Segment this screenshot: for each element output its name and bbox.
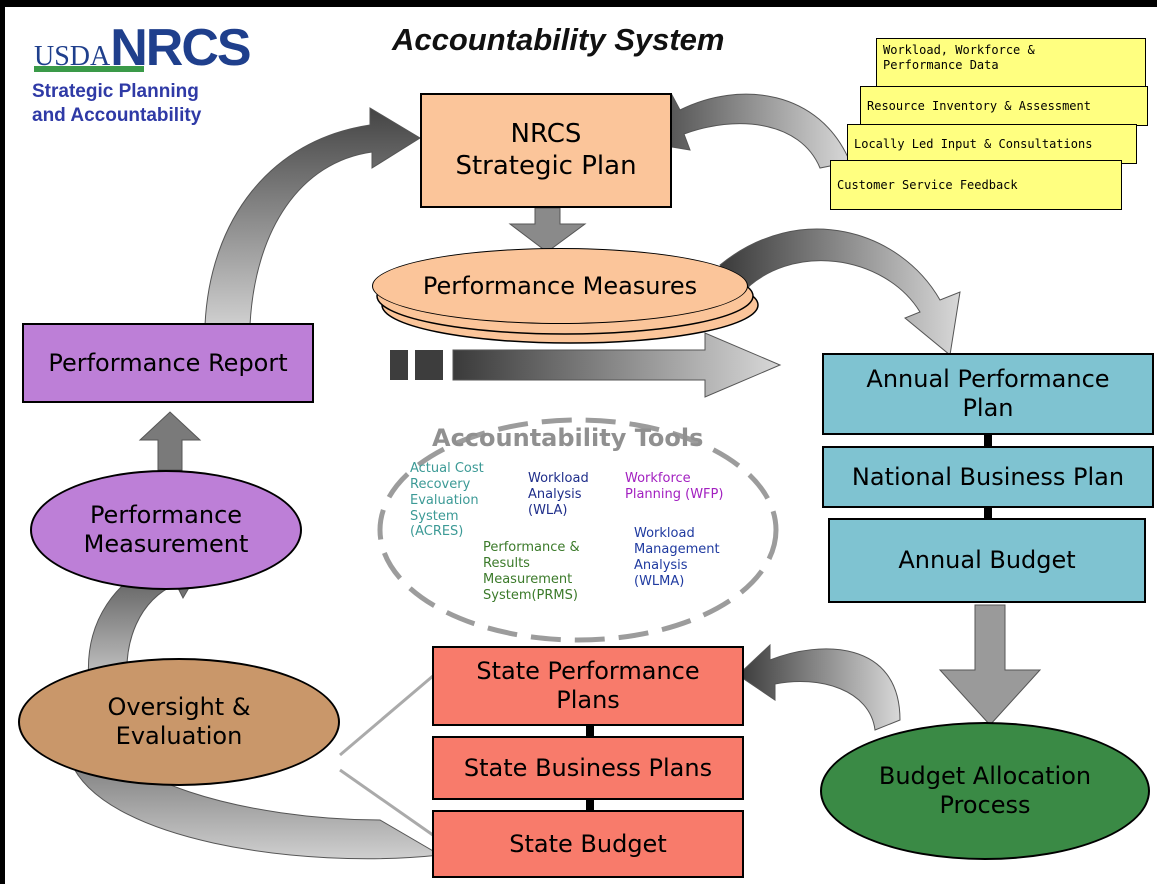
- arrow-plan-to-measures: [508, 207, 587, 253]
- tool-wla: Workload Analysis (WLA): [528, 471, 589, 518]
- frame-left-border: [0, 0, 5, 884]
- tool-acres: Actual Cost Recovery Evaluation System (…: [410, 461, 484, 540]
- node-strategic-plan: NRCS Strategic Plan: [420, 93, 672, 208]
- oversight-link-top: [339, 668, 441, 757]
- arrow-measurement-to-report: [138, 411, 202, 471]
- node-state-business-plans: State Business Plans: [432, 736, 744, 800]
- node-state-performance-plans: State Performance Plans: [432, 646, 744, 726]
- note-locally-led-input: Locally Led Input & Consultations: [847, 124, 1137, 164]
- note-customer-feedback: Customer Service Feedback: [830, 160, 1122, 210]
- tool-wfp: Workforce Planning (WFP): [625, 471, 724, 502]
- node-state-budget: State Budget: [432, 810, 744, 878]
- tools-dashed-ellipse: [377, 417, 779, 643]
- connector-state-business-to-budget: [586, 799, 594, 811]
- frame-top-border: [0, 0, 1157, 7]
- node-annual-budget: Annual Budget: [828, 518, 1146, 603]
- usda-nrcs-logo: USDANRCS: [34, 18, 252, 78]
- node-performance-measurement: Performance Measurement: [30, 470, 302, 590]
- node-performance-measures: Performance Measures: [372, 248, 748, 324]
- curved-arrow-report-to-plan: [204, 107, 421, 326]
- node-national-business-plan: National Business Plan: [822, 446, 1154, 508]
- curved-arrow-measures-to-annual: [719, 228, 961, 356]
- page-title: Accountability System: [392, 22, 725, 57]
- node-budget-allocation: Budget Allocation Process: [820, 722, 1150, 860]
- oversight-link-bottom: [339, 768, 441, 842]
- curved-arrow-allocation-to-state: [737, 643, 901, 731]
- connector-annual-to-national: [984, 434, 992, 446]
- tools-title: Accountability Tools: [432, 424, 704, 452]
- tool-prms: Performance & Results Measurement System…: [483, 540, 580, 603]
- tool-wlma: Workload Management Analysis (WLMA): [634, 526, 720, 589]
- arrow-budget-to-allocation: [938, 604, 1042, 726]
- connector-state-perf-to-business: [586, 725, 594, 737]
- node-performance-report: Performance Report: [22, 323, 314, 403]
- dash-block-2: [415, 350, 443, 380]
- logo-green-stripe: [34, 66, 144, 72]
- note-resource-inventory: Resource Inventory & Assessment: [860, 86, 1148, 126]
- horizontal-arrow-to-annual: [452, 332, 782, 398]
- node-annual-performance-plan: Annual Performance Plan: [822, 353, 1154, 435]
- logo-subtitle: Strategic Planning and Accountability: [32, 81, 202, 126]
- connector-national-to-budget: [984, 507, 992, 519]
- dash-block-1: [390, 350, 408, 380]
- node-oversight-evaluation: Oversight & Evaluation: [18, 658, 340, 786]
